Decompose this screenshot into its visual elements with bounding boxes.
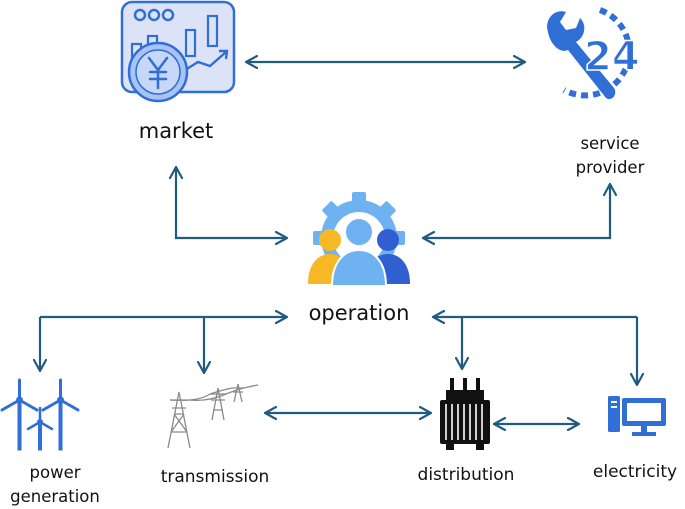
transmission-towers-icon (167, 383, 259, 449)
operation-label: operation (308, 301, 410, 325)
transmission-label: transmission (160, 467, 270, 487)
power-generation-line2: generation (10, 487, 100, 506)
team-gear-operation-icon (308, 192, 410, 287)
market-chart-yuan-icon (120, 0, 236, 103)
service-provider-label: service provider (560, 132, 660, 180)
transformer-icon (440, 378, 490, 450)
arrow-market-operation (176, 168, 286, 238)
wrench-24-hour-service-icon: 24 (547, 7, 640, 100)
electricity-label: electricity (592, 462, 678, 482)
service-provider-line1: service (580, 134, 640, 153)
wind-turbines-icon (0, 378, 80, 451)
market-label: market (138, 119, 214, 143)
service-badge: 24 (584, 34, 640, 80)
power-generation-line1: power (29, 463, 81, 482)
computer-monitor-icon (608, 396, 666, 436)
distribution-label: distribution (417, 465, 515, 485)
service-provider-line2: provider (575, 158, 645, 177)
arrow-service-operation (424, 185, 610, 238)
power-generation-label: power generation (0, 461, 110, 509)
